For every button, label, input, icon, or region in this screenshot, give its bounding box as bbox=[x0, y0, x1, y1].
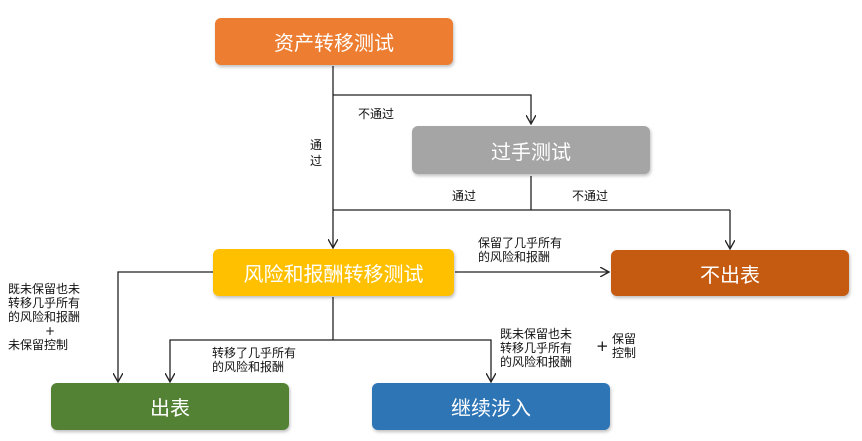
label-left-neither-plus: + bbox=[44, 324, 56, 338]
node-pass-through-test: 过手测试 bbox=[412, 126, 650, 174]
label-retain-all-line-2: 的风险和报酬 bbox=[478, 250, 551, 264]
edge-asset-to-passthrough bbox=[333, 94, 531, 123]
label-right-neither: 既未保留也未 转移几乎所有 的风险和报酬 bbox=[500, 327, 572, 369]
label-transfer-all-line-2: 的风险和报酬 bbox=[212, 360, 285, 374]
node-risk-reward-test: 风险和报酬转移测试 bbox=[213, 249, 454, 296]
label-retain-control: 保留 控制 bbox=[612, 332, 636, 360]
label-fail-1: 不通过 bbox=[358, 107, 395, 121]
label-retain-control-line-1: 保留 bbox=[612, 332, 637, 346]
node-asset-transfer-test-label: 资产转移测试 bbox=[274, 31, 394, 55]
node-continuing-involvement-label: 继续涉入 bbox=[451, 396, 531, 420]
label-transfer-all-line-1: 转移了几乎所有 bbox=[212, 346, 297, 360]
label-left-neither: 既未保留也未 转移几乎所有 的风险和报酬 + 未保留控制 bbox=[8, 282, 92, 352]
label-right-neither-line-1: 既未保留也未 bbox=[500, 327, 573, 341]
label-plus: + bbox=[596, 337, 609, 355]
label-retain-all: 保留了几乎所有 的风险和报酬 bbox=[478, 236, 562, 264]
label-right-neither-line-2: 转移几乎所有 bbox=[500, 341, 573, 355]
label-retain-all-line-1: 保留了几乎所有 bbox=[478, 236, 563, 250]
label-left-neither-line-2: 转移几乎所有 bbox=[8, 296, 81, 310]
label-pass-2: 通过 bbox=[452, 189, 477, 203]
label-retain-control-line-2: 控制 bbox=[612, 346, 637, 360]
label-left-neither-line-5: 未保留控制 bbox=[8, 338, 69, 352]
node-not-derecognize-label: 不出表 bbox=[700, 262, 760, 287]
label-left-neither-line-1: 既未保留也未 bbox=[8, 282, 81, 296]
label-fail-2: 不通过 bbox=[572, 189, 609, 203]
node-derecognize-label: 出表 bbox=[150, 396, 190, 420]
label-left-neither-line-3: 的风险和报酬 bbox=[8, 310, 81, 324]
edge-risk-to-derecognize bbox=[170, 339, 333, 381]
node-pass-through-test-label: 过手测试 bbox=[491, 139, 571, 164]
label-pass-1-line-2: 过 bbox=[310, 154, 323, 168]
label-right-neither-line-3: 的风险和报酬 bbox=[500, 355, 573, 369]
node-asset-transfer-test: 资产转移测试 bbox=[215, 18, 453, 65]
label-transfer-all: 转移了几乎所有 的风险和报酬 bbox=[212, 346, 296, 374]
node-not-derecognize: 不出表 bbox=[611, 250, 849, 296]
edge-risk-to-continuing bbox=[333, 339, 491, 381]
label-pass-1: 通 过 bbox=[310, 138, 326, 168]
node-derecognize: 出表 bbox=[51, 383, 289, 430]
node-risk-reward-test-label: 风险和报酬转移测试 bbox=[243, 262, 424, 286]
label-pass-1-line-1: 通 bbox=[310, 138, 323, 152]
edge-risk-left-to-derecognize bbox=[118, 271, 213, 381]
node-continuing-involvement: 继续涉入 bbox=[372, 383, 610, 430]
